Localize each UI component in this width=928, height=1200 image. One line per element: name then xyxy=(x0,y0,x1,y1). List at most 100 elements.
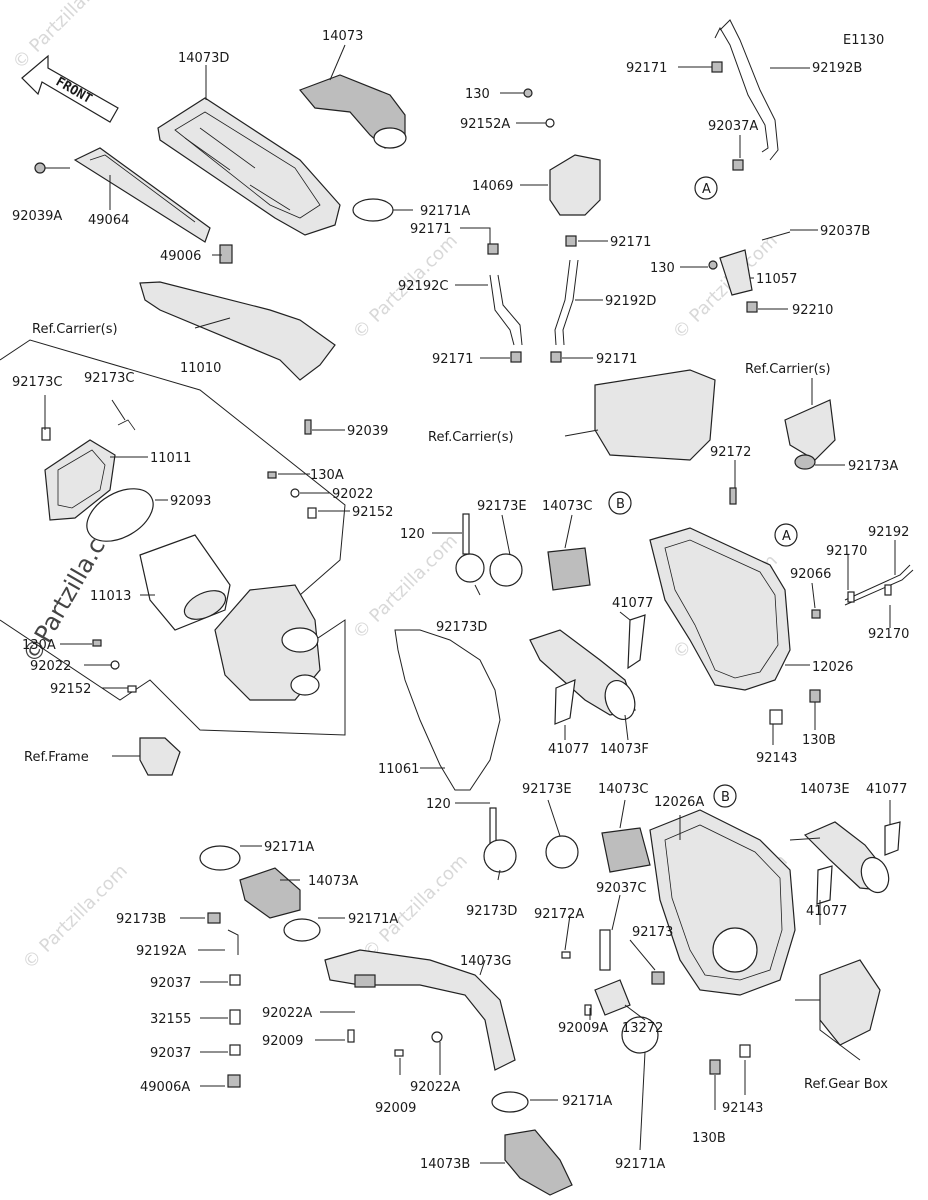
part-label: 92192D xyxy=(605,294,656,309)
watermark: © Partzilla.com xyxy=(669,230,782,343)
part-label: 11061 xyxy=(378,762,419,777)
part-label: 92037 xyxy=(150,976,191,991)
marker-b: B xyxy=(721,790,730,805)
part-label: 92022 xyxy=(30,659,71,674)
valve-group xyxy=(487,19,836,470)
marker-a: A xyxy=(782,529,791,544)
watermark: © Partzilla.com xyxy=(9,0,122,74)
part-label: 11010 xyxy=(180,361,221,376)
part-label: 92037A xyxy=(708,119,758,134)
part-label: 130 xyxy=(465,87,490,102)
part-label: 14073C xyxy=(598,782,648,797)
leader-lines xyxy=(44,44,896,1164)
part-label: 14073E xyxy=(800,782,850,797)
part-label: 130A xyxy=(22,638,56,653)
part-label: 92173A xyxy=(848,459,898,474)
part-label: 92173E xyxy=(477,499,527,514)
part-label: 92173D xyxy=(466,904,517,919)
part-label: 92172A xyxy=(534,907,584,922)
part-label: 92192 xyxy=(868,525,909,540)
part-label: 13272 xyxy=(622,1021,663,1036)
part-label: 41077 xyxy=(866,782,907,797)
part-label: 11011 xyxy=(150,451,191,466)
part-label: Ref.Gear Box xyxy=(804,1077,888,1092)
part-label: 92173B xyxy=(116,912,166,927)
front-arrow-icon: FRONT xyxy=(21,54,119,123)
part-label: 14073A xyxy=(308,874,358,889)
reference-markers: A B A B xyxy=(608,176,798,808)
filter-housing-group xyxy=(0,339,346,776)
part-label: 92152 xyxy=(50,682,91,697)
watermark: © Partzilla.com xyxy=(359,850,472,963)
part-label: 92171A xyxy=(264,840,314,855)
part-label: 92171A xyxy=(420,204,470,219)
part-label: 14073F xyxy=(600,742,649,757)
part-label: 49006A xyxy=(140,1080,190,1095)
part-label: 92170 xyxy=(868,627,909,642)
part-label: 11013 xyxy=(90,589,131,604)
part-label: 14073B xyxy=(420,1157,470,1172)
air-cleaner-cover-group xyxy=(34,74,407,435)
part-label: 120 xyxy=(426,797,451,812)
part-label: 92009A xyxy=(558,1021,608,1036)
part-label: 92152A xyxy=(460,117,510,132)
marker-b: B xyxy=(616,497,625,512)
part-label: 41077 xyxy=(612,596,653,611)
part-label: 14073C xyxy=(542,499,592,514)
part-label: 92170 xyxy=(826,544,867,559)
part-label: 41077 xyxy=(548,742,589,757)
part-label: 92171 xyxy=(432,352,473,367)
part-label: 14073G xyxy=(460,954,511,969)
part-label: 92173E xyxy=(522,782,572,797)
part-label: 92171 xyxy=(626,61,667,76)
part-label: 92093 xyxy=(170,494,211,509)
part-label: 130 xyxy=(650,261,675,276)
part-label: 92022 xyxy=(332,487,373,502)
part-label: 92171 xyxy=(410,222,451,237)
part-label: 92037C xyxy=(596,881,646,896)
part-label: 92066 xyxy=(790,567,831,582)
part-labels: 14073D 14073 92039A 49064 49006 92171A R… xyxy=(12,29,909,1172)
part-label: 12026A xyxy=(654,795,704,810)
part-label: 92152 xyxy=(352,505,393,520)
part-label: Ref.Carrier(s) xyxy=(32,322,118,337)
part-label: 92039 xyxy=(347,424,388,439)
part-label: 130B xyxy=(802,733,836,748)
part-label: 120 xyxy=(400,527,425,542)
part-label: 92173D xyxy=(436,620,487,635)
part-label: 92210 xyxy=(792,303,833,318)
part-label: Ref.Carrier(s) xyxy=(745,362,831,377)
part-label: 92173 xyxy=(632,925,673,940)
part-label: 130A xyxy=(310,468,344,483)
part-label: 92192A xyxy=(136,944,186,959)
part-label: 49006 xyxy=(160,249,201,264)
part-label: 92009 xyxy=(262,1034,303,1049)
part-label: 14069 xyxy=(472,179,513,194)
air-box-group xyxy=(394,487,914,791)
part-label: 12026 xyxy=(812,660,853,675)
part-label: 92143 xyxy=(756,751,797,766)
watermark: © Partzilla.com xyxy=(19,860,132,973)
part-label: 32155 xyxy=(150,1012,191,1027)
front-label: FRONT xyxy=(53,74,95,107)
part-label: 92173C xyxy=(84,371,134,386)
part-label: 14073D xyxy=(178,51,229,66)
part-label: 92171 xyxy=(610,235,651,250)
figure-code: E1130 xyxy=(843,33,884,48)
part-label: 92143 xyxy=(722,1101,763,1116)
part-label: 92171A xyxy=(348,912,398,927)
marker-a: A xyxy=(702,182,711,197)
part-label: Ref.Frame xyxy=(24,750,89,765)
part-label: 92037 xyxy=(150,1046,191,1061)
part-label: 92172 xyxy=(710,445,751,460)
part-label: 92171 xyxy=(596,352,637,367)
part-label: 14073 xyxy=(322,29,363,44)
part-label: 92192C xyxy=(398,279,448,294)
part-label: 92192B xyxy=(812,61,862,76)
air-box-lower-group xyxy=(483,807,901,1075)
part-label: Ref.Carrier(s) xyxy=(428,430,514,445)
part-label: 41077 xyxy=(806,904,847,919)
part-label: 92173C xyxy=(12,375,62,390)
part-label: 11057 xyxy=(756,272,797,287)
